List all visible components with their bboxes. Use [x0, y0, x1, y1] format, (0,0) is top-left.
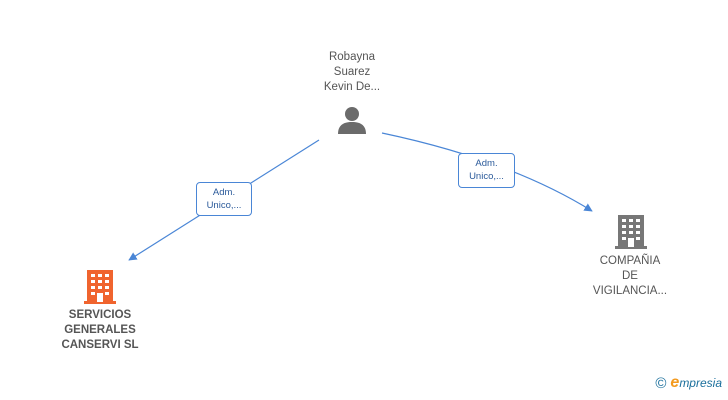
copyright-icon: © — [655, 374, 667, 392]
brand-initial: e — [670, 374, 680, 391]
person-icon[interactable] — [337, 105, 367, 135]
edge-label-compania[interactable]: Adm. Unico,... — [458, 153, 515, 188]
company-name-servicios[interactable]: SERVICIOS GENERALES CANSERVI SL — [61, 309, 139, 351]
building-icon[interactable] — [84, 268, 116, 304]
footer-brand: © empresia — [655, 374, 722, 392]
person-name[interactable]: Robayna Suarez Kevin De... — [323, 51, 381, 93]
edge-label-servicios[interactable]: Adm. Unico,... — [196, 182, 252, 216]
brand-logo: empresia — [670, 374, 722, 392]
brand-rest: mpresia — [679, 376, 722, 390]
company-name-compania[interactable]: COMPAÑIA DE VIGILANCIA... — [592, 255, 668, 297]
building-icon[interactable] — [615, 213, 647, 249]
